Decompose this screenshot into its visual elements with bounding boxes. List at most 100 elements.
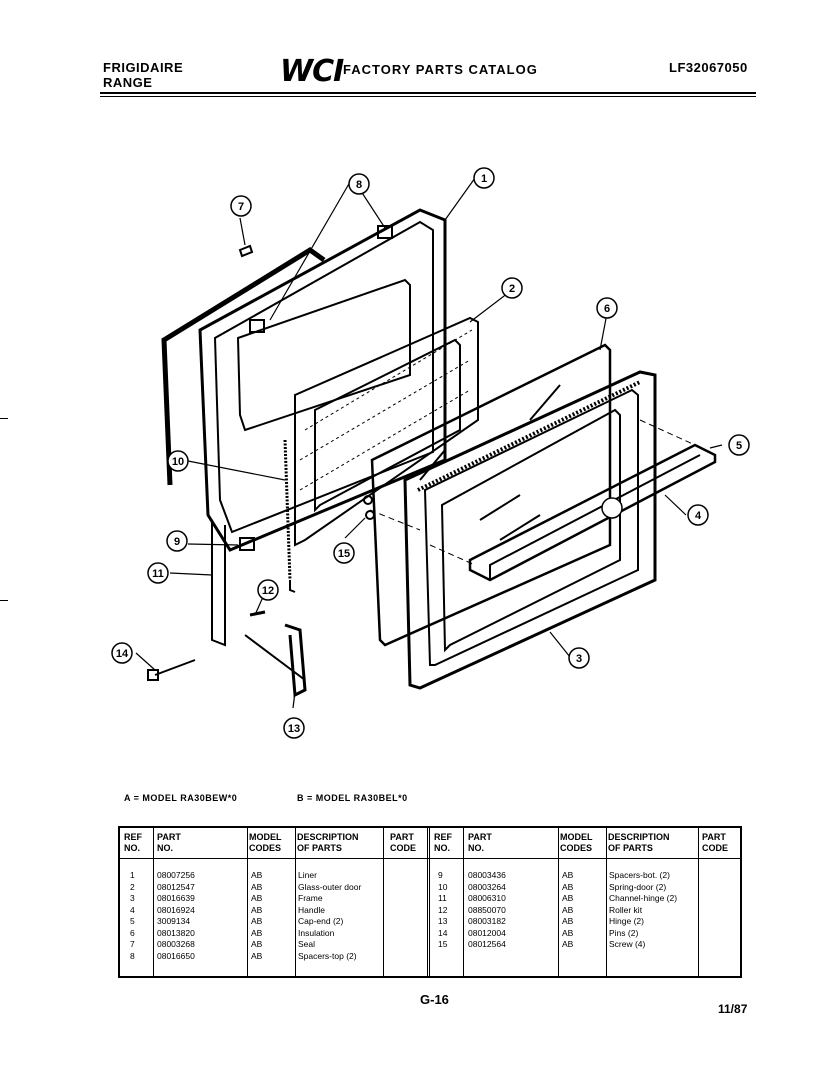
table-cell: AB — [251, 950, 263, 961]
col-divider — [698, 828, 699, 976]
callout-11: 11 — [152, 568, 164, 580]
col-divider — [558, 828, 559, 976]
model-a-label: A = MODEL RA30BEW*0 — [124, 793, 238, 803]
right-desc-column: Spacers-bot. (2) Spring-door (2) Channel… — [609, 870, 677, 951]
callout-4: 4 — [695, 510, 702, 522]
left-codes-column: AB AB AB AB AB AB AB AB — [251, 870, 262, 962]
table-cell: 14 — [438, 927, 448, 938]
col-divider — [383, 828, 384, 976]
callout-2: 2 — [509, 283, 515, 295]
brand-name: FRIGIDAIRE — [103, 60, 184, 75]
table-cell: AB — [562, 893, 574, 903]
right-ref-column: 9 10 11 12 13 14 15 — [438, 870, 447, 951]
table-cell: 08012547 — [157, 881, 195, 892]
table-cell: Spacers-bot. (2) — [609, 870, 670, 880]
callout-14: 14 — [116, 648, 129, 660]
table-cell: 9 — [438, 870, 443, 880]
table-cell: 5 — [130, 916, 135, 926]
table-cell: 08006310 — [468, 893, 506, 903]
table-cell: AB — [562, 916, 574, 926]
catalog-title: FACTORY PARTS CATALOG — [343, 62, 538, 77]
col-divider — [247, 828, 248, 976]
callout-10: 10 — [172, 456, 184, 468]
callout-8: 8 — [356, 179, 362, 191]
table-cell: Glass-outer door — [298, 881, 362, 892]
table-cell: 08016650 — [157, 950, 195, 961]
header-brand-block: FRIGIDAIRE RANGE — [103, 60, 183, 90]
table-cell: Liner — [298, 870, 317, 880]
col-divider — [295, 828, 296, 976]
table-cell: 2 — [130, 881, 135, 892]
edge-mark — [0, 600, 8, 601]
left-ref-column: 1 2 3 4 5 6 7 8 — [130, 870, 135, 962]
callout-3-label: 3 — [576, 653, 582, 665]
left-part-column: 08007256 08012547 08016639 08016924 3009… — [157, 870, 195, 962]
callout-1: 1 — [481, 173, 487, 185]
oven-door-exploded-diagram: 1 6 4 5 2 7 8 9 10 11 12 13 14 15 3 — [111, 167, 750, 739]
table-cell: AB — [251, 881, 263, 892]
left-desc-column: Liner Glass-outer door Frame Handle Cap-… — [298, 870, 361, 962]
table-cell: 08850070 — [468, 904, 506, 915]
model-b-label: B = MODEL RA30BEL*0 — [297, 793, 408, 803]
table-cell: 4 — [130, 904, 135, 915]
table-header-rule — [120, 858, 740, 859]
header-rule-thin — [100, 96, 756, 97]
table-cell: 08003182 — [468, 916, 506, 926]
table-cell: Insulation — [298, 927, 335, 938]
edge-mark — [0, 418, 8, 419]
col-divider — [463, 828, 464, 976]
table-cell: 08016924 — [157, 904, 195, 915]
table-cell: AB — [251, 927, 263, 938]
table-cell: Spring-door (2) — [609, 881, 667, 892]
table-cell: 15 — [438, 939, 448, 949]
callout-15: 15 — [338, 548, 350, 560]
table-cell: Cap-end (2) — [298, 916, 344, 926]
col-divider — [153, 828, 154, 976]
product-name: RANGE — [103, 75, 153, 90]
table-center-divider — [427, 828, 430, 976]
table-cell: 6 — [130, 927, 135, 938]
wci-logo: WCI — [280, 54, 344, 89]
callout-7: 7 — [238, 201, 244, 213]
table-cell: 1 — [130, 870, 135, 880]
table-cell: Channel-hinge (2) — [609, 893, 678, 903]
table-cell: Seal — [298, 939, 316, 949]
page-number: G-16 — [420, 992, 449, 1007]
table-cell: Spacers-top (2) — [298, 950, 357, 961]
table-cell: 08012004 — [468, 927, 506, 938]
table-cell: 08003268 — [157, 939, 195, 949]
table-cell: 12 — [438, 904, 448, 915]
table-cell: 7 — [130, 939, 135, 949]
callout-6: 6 — [604, 303, 610, 315]
callout-13: 13 — [288, 723, 300, 735]
table-cell: AB — [251, 870, 263, 880]
header-rule — [100, 92, 756, 94]
table-cell: AB — [562, 870, 574, 880]
table-cell: AB — [251, 916, 263, 926]
table-cell: 8 — [130, 950, 135, 961]
table-cell: 11 — [438, 893, 447, 903]
table-cell: AB — [251, 893, 263, 903]
table-cell: Frame — [298, 893, 323, 903]
document-id: LF32067050 — [669, 60, 748, 75]
table-cell: 08003436 — [468, 870, 506, 880]
callout-9: 9 — [174, 536, 180, 548]
table-cell: 10 — [438, 881, 448, 892]
callout-12: 12 — [262, 585, 274, 597]
table-cell: Handle — [298, 904, 325, 915]
table-cell: AB — [562, 939, 574, 949]
right-part-column: 08003436 08003264 08006310 08850070 0800… — [468, 870, 506, 951]
table-cell: Pins (2) — [609, 927, 639, 938]
table-cell: AB — [251, 904, 263, 915]
table-cell: 08007256 — [157, 870, 195, 880]
table-cell: AB — [251, 939, 263, 949]
